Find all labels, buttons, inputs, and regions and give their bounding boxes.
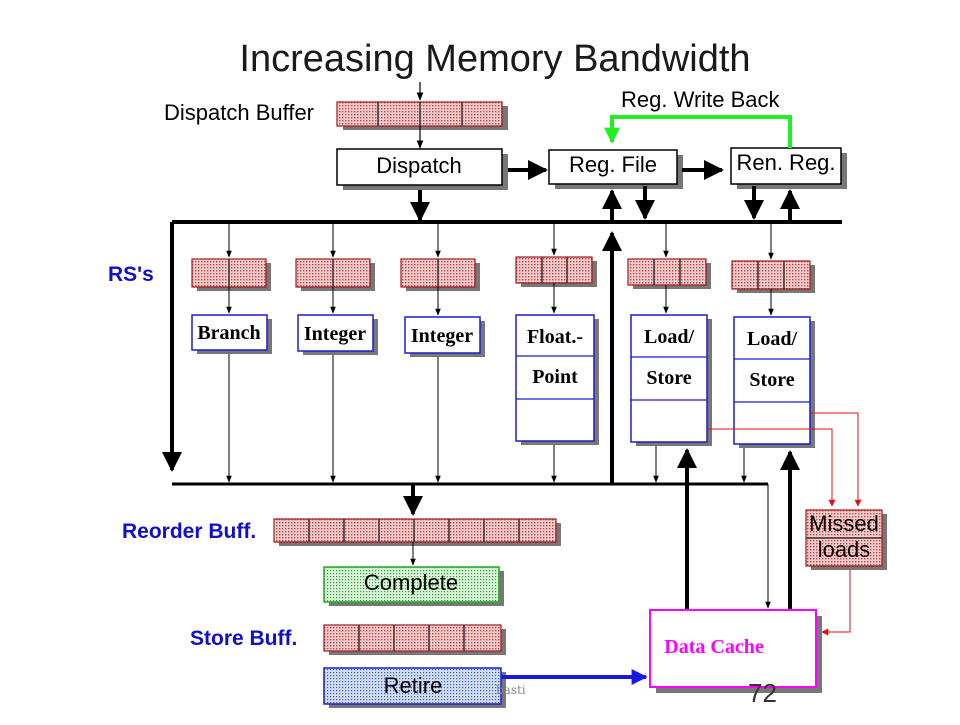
write-back-path xyxy=(604,115,792,148)
load-store-text: Load/ xyxy=(644,326,694,348)
complete-text: Complete xyxy=(364,570,458,595)
load-store-text: Store xyxy=(749,369,794,391)
integer-unit xyxy=(297,314,378,355)
missed-loads-block xyxy=(805,509,887,570)
reservation-station xyxy=(191,258,271,291)
float-text: Point xyxy=(532,366,578,388)
store-buffer-label: Store Buff. xyxy=(190,627,297,650)
missed-loads-to-cache xyxy=(821,566,851,636)
branch-text: Branch xyxy=(197,322,260,344)
rs-feed-arrows xyxy=(226,224,774,483)
dispatch-buffer-label: Dispatch Buffer xyxy=(164,100,314,125)
load-store-unit xyxy=(630,314,712,446)
integer-text: Integer xyxy=(304,323,366,345)
write-back-label: Reg. Write Back xyxy=(621,87,781,112)
dispatch-block xyxy=(336,148,508,190)
reservation-station xyxy=(627,258,711,289)
retire-block xyxy=(323,667,506,708)
reservation-station xyxy=(515,256,597,287)
store-buffer xyxy=(323,624,506,655)
float-point-unit xyxy=(515,314,599,445)
missed-loads-text: Missed xyxy=(809,511,879,536)
float-text: Float.- xyxy=(527,326,583,348)
reservation-station xyxy=(400,258,480,291)
slide-title: Increasing Memory Bandwidth xyxy=(239,38,751,80)
reorder-buffer xyxy=(273,518,561,546)
reg-file-text: Reg. File xyxy=(569,152,657,177)
reg-file-block xyxy=(548,149,683,189)
data-cache-text: Data Cache xyxy=(664,636,764,658)
integer-text: Integer xyxy=(411,325,473,347)
miss-path-1 xyxy=(707,428,836,507)
branch-unit xyxy=(191,314,272,354)
integer-unit xyxy=(404,316,485,357)
missed-loads-text: loads xyxy=(818,537,871,562)
dispatch-text: Dispatch xyxy=(376,153,462,178)
load-store-text: Store xyxy=(646,367,691,389)
ren-reg-block xyxy=(730,147,847,189)
footer-text: basti xyxy=(496,683,526,697)
load-store-unit xyxy=(733,316,815,448)
data-cache-block xyxy=(649,609,822,693)
reservation-station xyxy=(295,258,375,291)
load-store-text: Load/ xyxy=(747,328,797,350)
complete-block xyxy=(323,566,504,606)
ren-reg-text: Ren. Reg. xyxy=(736,150,835,175)
page-number: 72 xyxy=(748,678,777,702)
miss-path-2 xyxy=(810,412,862,507)
reservation-station xyxy=(731,260,815,293)
retire-text: Retire xyxy=(384,673,443,698)
reorder-buffer-label: Reorder Buff. xyxy=(122,520,256,543)
rs-label: RS's xyxy=(108,263,154,286)
dispatch-buffer xyxy=(336,101,508,130)
